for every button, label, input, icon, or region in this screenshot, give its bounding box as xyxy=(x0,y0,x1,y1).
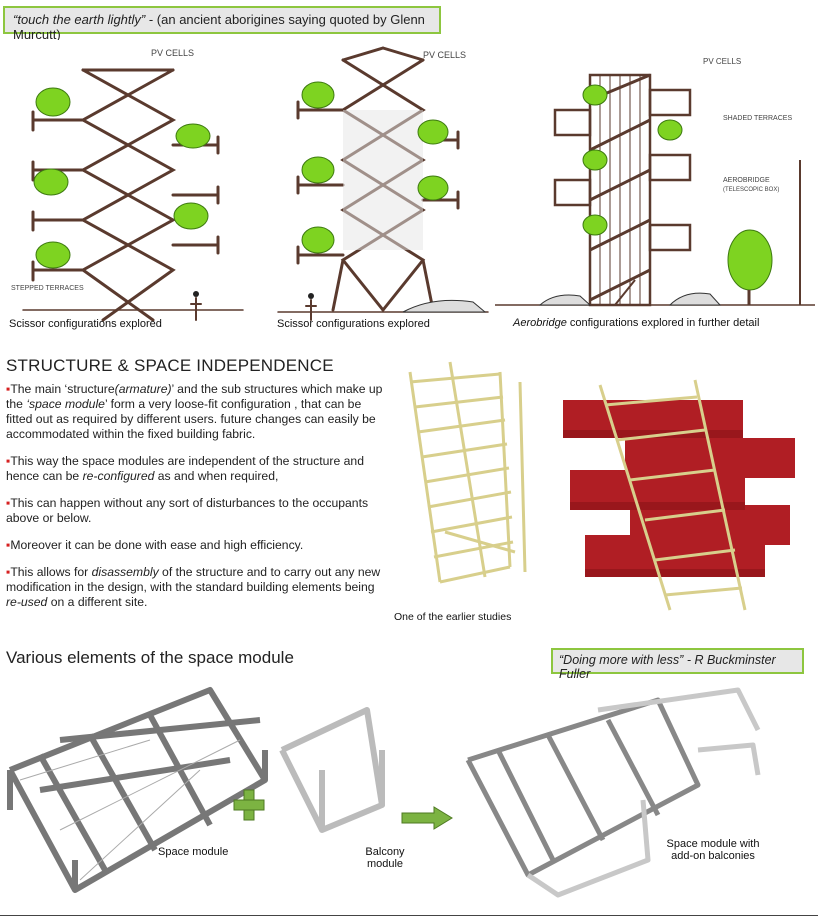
sketch2-caption: Scissor configurations explored xyxy=(277,318,430,330)
sketch3-label-shaded: SHADED TERRACES xyxy=(723,115,792,122)
space-module-diagram: Space module xyxy=(0,680,272,912)
elements-quote: “Doing more with less” - R Buckminster F… xyxy=(551,648,804,681)
bullet-1-part: (armature) xyxy=(114,382,172,396)
elements-quote-text: “Doing more with less” - R Buckminster F… xyxy=(559,653,776,681)
study-model-photo: One of the earlier studies xyxy=(390,352,550,624)
bullet-5-part: re-used xyxy=(6,595,48,609)
header-quote-rest: - (an ancient aborigines saying quoted b… xyxy=(13,12,425,42)
sketch3-caption: Aerobridge configurations explored in fu… xyxy=(513,317,759,329)
bullet-3: ▪This can happen without any sort of dis… xyxy=(6,496,369,525)
bullet-4: ▪Moreover it can be done with ease and h… xyxy=(6,538,304,552)
bullet-2-part: re-configured xyxy=(82,469,155,483)
sketch3-label-pv: PV CELLS xyxy=(703,57,741,66)
balcony-module-caption: Balcony module xyxy=(365,846,405,870)
combined-module-diagram: Space module with add-on balconies xyxy=(458,680,816,910)
arrow-right-icon xyxy=(400,805,454,831)
bullet-1-part: ’ form a very loose-fit configuration , … xyxy=(6,397,376,441)
bullet-2-part: This way the space modules are independe… xyxy=(6,454,364,483)
bullet-1: ▪The main ‘structure(armature)’ and the … xyxy=(6,382,383,441)
bullet-1-part: ‘space module xyxy=(26,397,105,411)
sketch3-label-aerobridge: AEROBRIDGE xyxy=(723,177,770,184)
combined-caption-line1: Space module with xyxy=(666,838,760,850)
space-module-caption: Space module xyxy=(158,846,229,858)
sketch1-label-pv: PV CELLS xyxy=(151,48,194,58)
section-title: STRUCTURE & SPACE INDEPENDENCE xyxy=(6,356,334,375)
sketch1-caption: Scissor configurations explored xyxy=(9,318,162,330)
balcony-module-frame xyxy=(279,707,385,833)
bullet-5-part: disassembly xyxy=(91,565,159,579)
bottom-divider xyxy=(0,915,818,916)
scissor-sketch-1-drawing: PV CELLS STEPPED TERRACES xyxy=(11,48,244,322)
elements-title: Various elements of the space module xyxy=(6,648,294,667)
photo-caption: One of the earlier studies xyxy=(394,611,512,623)
bullet-5-part: of the structure and to carry out any ne… xyxy=(6,565,381,594)
sketch2-label-pv: PV CELLS xyxy=(423,50,466,60)
sketch1-label-terraces: STEPPED TERRACES xyxy=(11,285,84,292)
plus-icon xyxy=(232,788,266,822)
bullet-4-part: Moreover it can be done with ease and hi… xyxy=(10,538,304,552)
bullet-1-part: ’ and the sub structures which make up t… xyxy=(6,382,383,411)
sketch3-caption-rest: configurations explored in further detai… xyxy=(566,317,760,329)
bullet-5-part: on a different site. xyxy=(47,595,148,609)
bullet-5-part: This allows for xyxy=(10,565,92,579)
combined-caption-line2: add-on balconies xyxy=(671,850,755,862)
sketch3-label-telescopic: (TELESCOPIC BOX) xyxy=(723,187,779,193)
sketch-aerobridge: PV CELLS SHADED TERRACES AEROBRIDGE (TEL… xyxy=(495,40,815,330)
combined-module-frame xyxy=(465,687,761,898)
header-quote-italic: “touch the earth lightly” xyxy=(13,12,146,27)
space-module-frame xyxy=(7,687,268,893)
bullet-2: ▪This way the space modules are independ… xyxy=(6,454,364,483)
sketch-scissor-1: PV CELLS STEPPED TERRACES Scissor config… xyxy=(3,40,265,330)
sketch-scissor-2: PV CELLS Scissor configurations explored xyxy=(273,40,493,330)
scissor-sketch-2-drawing: PV CELLS xyxy=(277,46,489,321)
bullet-3-part: This can happen without any sort of dist… xyxy=(6,496,369,525)
sketch3-caption-italic: Aerobridge xyxy=(513,317,567,329)
red-block-model-photo xyxy=(555,360,815,625)
red-block-model xyxy=(563,379,795,611)
bullet-list: ▪The main ‘structure(armature)’ and the … xyxy=(6,382,386,622)
bullet-2-part: as and when required, xyxy=(154,469,279,483)
aerobridge-sketch-drawing: PV CELLS SHADED TERRACES AEROBRIDGE (TEL… xyxy=(495,57,815,307)
bamboo-frame-model xyxy=(408,361,527,584)
bullet-1-part: The main ‘structure xyxy=(10,382,115,396)
balcony-module-diagram: Balcony module xyxy=(272,690,412,870)
combined-caption: Space module with add-on balconies xyxy=(658,838,768,862)
header-quote: “touch the earth lightly” - (an ancient … xyxy=(3,6,441,42)
bullet-5: ▪This allows for disassembly of the stru… xyxy=(6,565,381,609)
